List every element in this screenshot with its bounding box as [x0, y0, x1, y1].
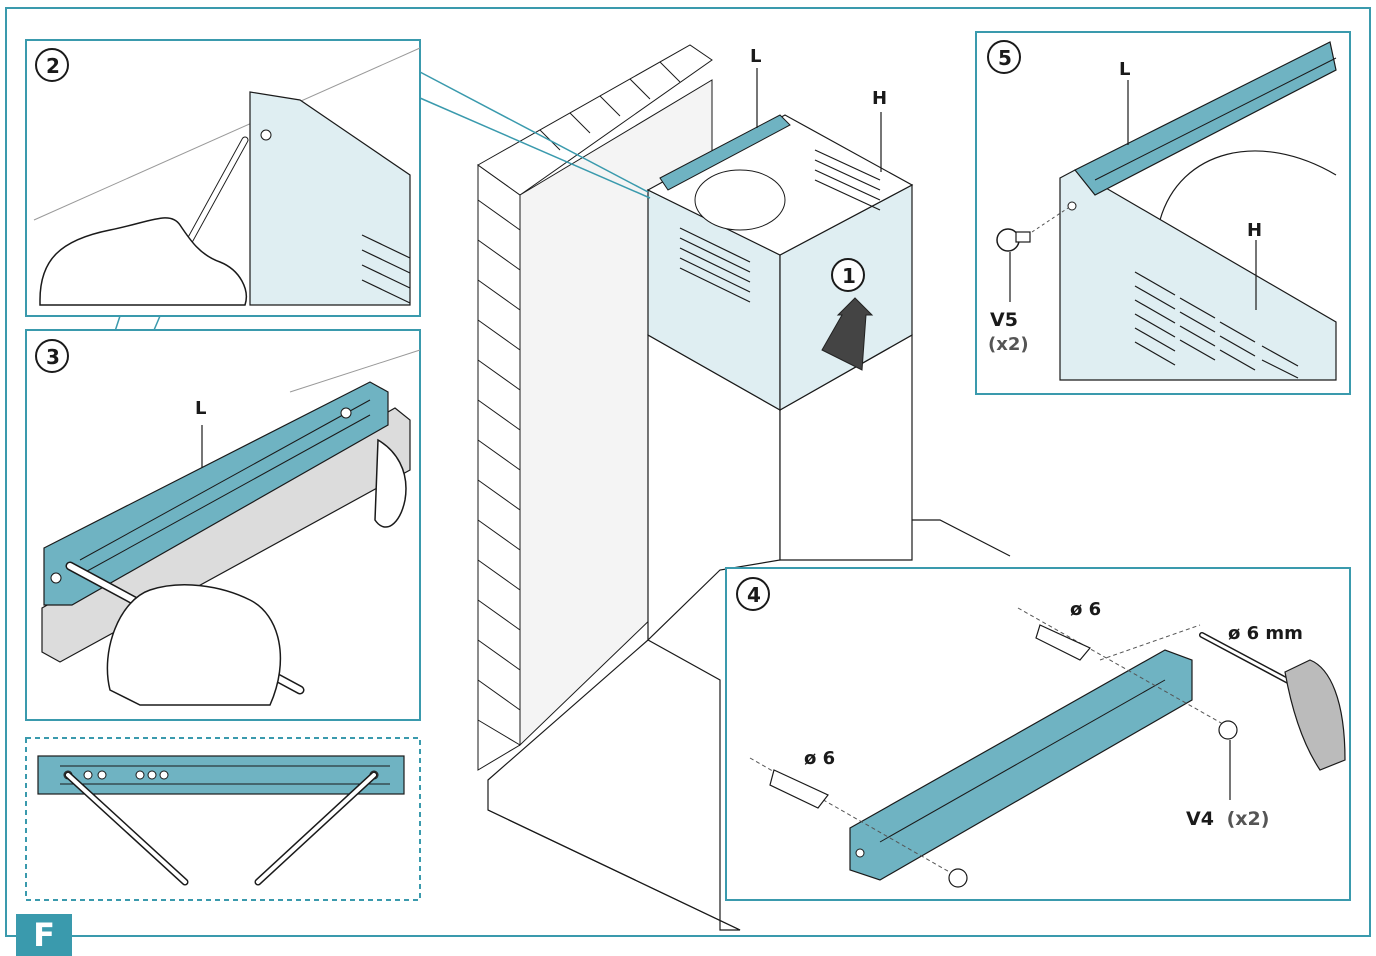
wall-hatching: [477, 44, 713, 771]
panel-5-screw-name: V5: [990, 309, 1018, 331]
panel-4-plug-upper-label: ø 6: [1070, 599, 1101, 620]
hand: [39, 217, 247, 306]
panel-4-step-badge: [736, 577, 770, 611]
panel-5-label-bracket: L: [1119, 59, 1130, 80]
panel-4-plug-lower-label: ø 6: [804, 748, 835, 769]
panel-4-screw-qty: (x2): [1227, 808, 1270, 830]
main-step-badge: [831, 258, 865, 292]
panel-5-label-hood: H: [1247, 220, 1262, 241]
panel-4-drill-label: ø 6 mm: [1228, 623, 1303, 644]
panel-4-screw-label: V4 (x2): [1186, 808, 1269, 830]
motor-housing: [694, 169, 786, 231]
panel-3-step-badge: [35, 339, 69, 373]
detail-bracket: [37, 755, 405, 795]
main-label-hood: H: [872, 88, 887, 109]
screw-lower: [948, 868, 968, 888]
panel-2: [25, 39, 421, 317]
figure-frame: [5, 7, 1371, 937]
front-vents: [679, 227, 751, 303]
panel-5-screw-qty: (x2): [988, 334, 1029, 355]
rear-vents: [814, 149, 881, 211]
panel-5-hood: [1059, 169, 1337, 381]
up-arrow-icon: [821, 297, 874, 371]
main-bracket: [659, 114, 791, 191]
panel-3-step-number: 3: [46, 345, 60, 369]
panel-4: [725, 567, 1351, 901]
panel-5: [975, 31, 1351, 395]
screw-upper: [1218, 720, 1238, 740]
panel-3-hand: [106, 584, 282, 706]
panel-4-screw-name: V4: [1186, 808, 1214, 830]
wall-plug-upper: [1035, 624, 1091, 661]
panel-4-bracket: [849, 649, 1193, 881]
main-illustration: [419, 44, 1011, 931]
panel-3: [25, 329, 421, 721]
wall-plug-lower: [769, 769, 829, 809]
main-label-bracket: L: [750, 46, 761, 67]
figure-letter-badge: F: [16, 914, 72, 956]
drill-body: [1284, 659, 1346, 771]
panel-2-step-badge: [35, 48, 69, 82]
panel-4-step-number: 4: [747, 583, 761, 607]
bracket-detail-panel: [25, 737, 421, 901]
panel-5-step-badge: [987, 40, 1021, 74]
panel-2-step-number: 2: [46, 54, 60, 78]
panel-3-label-bracket: L: [195, 398, 206, 419]
panel-5-step-number: 5: [998, 46, 1012, 70]
main-step-number: 1: [842, 264, 856, 288]
